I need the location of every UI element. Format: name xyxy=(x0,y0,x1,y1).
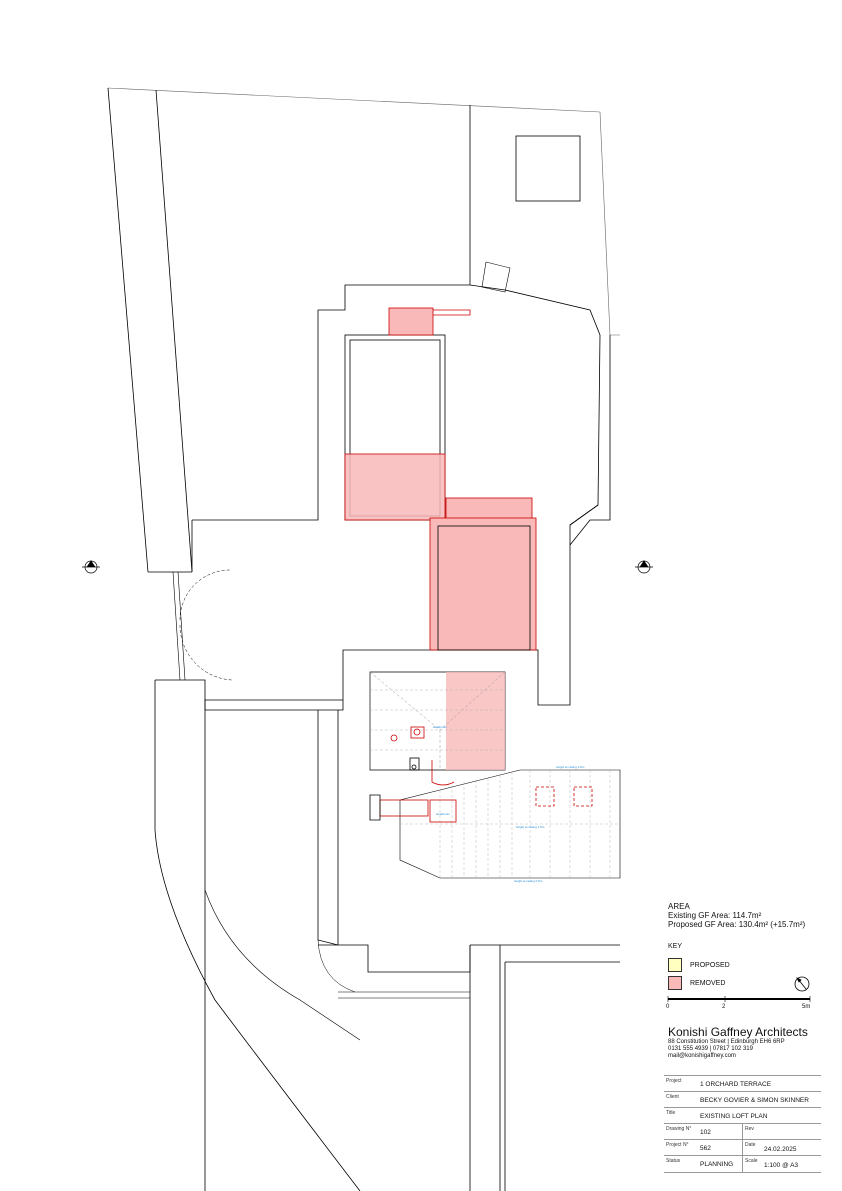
svg-text:height at ceiling 0.5m: height at ceiling 0.5m xyxy=(514,879,543,883)
firm-address: 88 Constitution Street | Edinburgh EH6 6… xyxy=(668,1039,785,1045)
scale-tick-0: 0 xyxy=(666,1004,670,1010)
status-value: PLANNING xyxy=(700,1161,734,1168)
drawing-value: 102 xyxy=(700,1129,711,1136)
proposed-swatch xyxy=(668,958,682,972)
scale-bar xyxy=(667,996,811,1002)
rear-roof xyxy=(399,769,621,879)
building-outline xyxy=(192,105,601,711)
removed-zone-2 xyxy=(429,517,537,651)
svg-text:Headroom: Headroom xyxy=(433,725,448,729)
svg-text:Headroom: Headroom xyxy=(436,812,451,816)
status-label: Status xyxy=(666,1158,681,1164)
date-value: 24.02.2025 xyxy=(764,1146,797,1153)
rev-label: Rev xyxy=(745,1126,754,1132)
row-client: Client BECKY GOVIER & SIMON SKINNER xyxy=(664,1091,821,1108)
drawing-label: Drawing N° xyxy=(666,1126,692,1132)
row-status: Status PLANNING Scale 1:100 @ A3 xyxy=(664,1155,821,1173)
existing-area: Existing GF Area: 114.7m² xyxy=(668,911,762,920)
project-value: 1 ORCHARD TERRACE xyxy=(700,1081,772,1088)
gate xyxy=(172,571,186,681)
area-heading: AREA xyxy=(668,902,690,911)
client-value: BECKY GOVIER & SIMON SKINNER xyxy=(700,1097,809,1104)
scale-label: Scale xyxy=(745,1158,758,1164)
area-panel: AREA Existing GF Area: 114.7m² Proposed … xyxy=(668,902,838,929)
firm-phones: 0131 555 4939 | 07817 102 319 xyxy=(668,1046,753,1052)
rooflight-2 xyxy=(573,786,593,807)
section-marker-icon xyxy=(82,560,100,574)
scale-value: 1:100 @ A3 xyxy=(764,1162,799,1169)
scale-tick-2: 2 xyxy=(722,1004,726,1010)
shed xyxy=(515,135,581,202)
row-project: Project 1 ORCHARD TERRACE xyxy=(664,1075,821,1092)
key-removed: REMOVED xyxy=(668,976,725,990)
firm-block: Konishi Gaffney Architects 88 Constituti… xyxy=(668,1025,838,1060)
boundary-wall-lower xyxy=(154,679,361,1191)
site-boundary xyxy=(107,87,620,336)
chimney-removed xyxy=(388,307,434,336)
title-value: EXISTING LOFT PLAN xyxy=(700,1113,768,1120)
rooflight-1 xyxy=(535,786,555,807)
north-arrow-icon xyxy=(794,976,810,992)
project-no-label: Project N° xyxy=(666,1142,689,1148)
key-proposed: PROPOSED xyxy=(668,958,730,972)
title-label: Title xyxy=(666,1110,676,1116)
removed-label: REMOVED xyxy=(690,979,726,987)
client-label: Client xyxy=(666,1094,679,1100)
row-drawing: Drawing N° 102 Rev xyxy=(664,1123,821,1140)
row-title: Title EXISTING LOFT PLAN xyxy=(664,1107,821,1124)
row-project-no: Project N° 562 Date 24.02.2025 xyxy=(664,1139,821,1156)
project-no-value: 562 xyxy=(700,1145,711,1152)
section-marker-icon xyxy=(635,560,653,574)
proposed-area: Proposed GF Area: 130.4m² (+15.7m²) xyxy=(668,920,806,929)
boundary-wall-left xyxy=(107,87,193,573)
scale-tick-5m: 5m xyxy=(802,1004,811,1010)
removed-swatch xyxy=(668,976,682,990)
date-label: Date xyxy=(745,1142,756,1148)
proposed-label: PROPOSED xyxy=(690,961,730,969)
svg-text:height at ceiling 1.5m: height at ceiling 1.5m xyxy=(516,825,545,829)
firm-name: Konishi Gaffney Architects xyxy=(668,1025,808,1039)
key-heading: KEY xyxy=(668,943,683,950)
removed-zone-1 xyxy=(344,453,446,521)
firm-email: mail@konishigaffney.com xyxy=(668,1053,736,1059)
project-label: Project xyxy=(666,1078,682,1084)
svg-text:height at ceiling 1.8m: height at ceiling 1.8m xyxy=(556,765,585,769)
